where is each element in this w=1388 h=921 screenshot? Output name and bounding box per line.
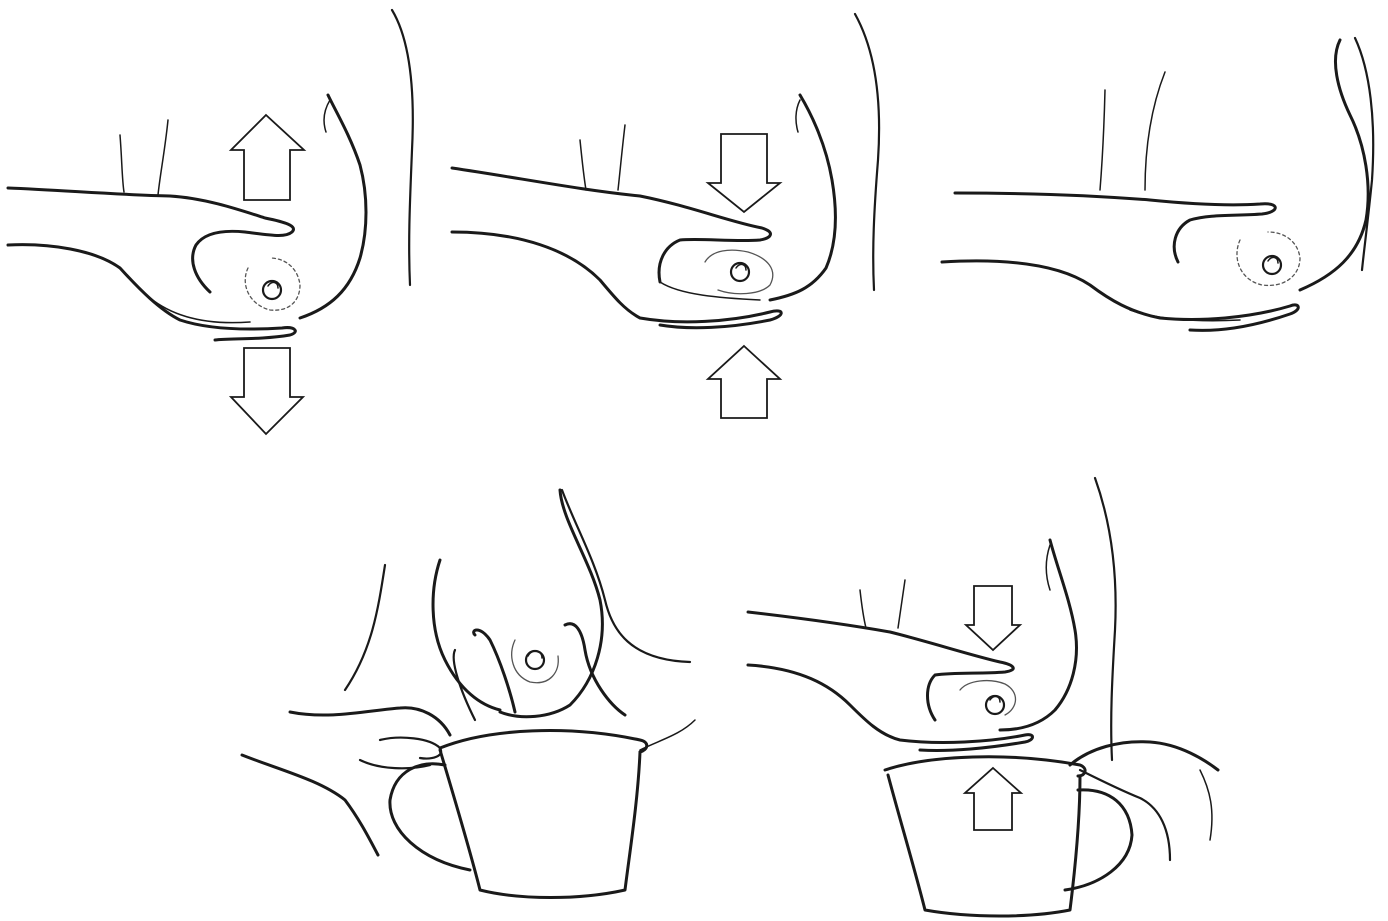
arrow-up-icon [231,115,304,200]
arrow-down-icon [708,134,780,212]
hand-bottom [8,245,295,340]
jug-body [440,750,640,898]
hand-bottom [452,232,781,328]
arrow-up-icon [708,346,780,418]
jug-rim [885,757,1085,776]
hand-bottom [242,755,378,855]
nipple [986,696,1004,714]
nipple [731,263,749,281]
torso-line [855,14,879,290]
arrow-down-icon [966,586,1020,650]
arrow-up-icon [965,768,1021,830]
breast-left [433,560,500,710]
hand-top [8,188,293,292]
jug-handle [390,764,470,870]
hand-bottom [942,261,1298,330]
panel-step-2 [452,14,879,418]
hand-right-top [1070,742,1218,770]
hand-bottom [748,665,1033,751]
panel-step-3 [942,38,1373,330]
breast-outline [770,95,835,300]
torso-line [1095,478,1116,760]
breast-outline [1000,540,1076,730]
jug-rim [440,731,647,752]
breast-outline [300,95,366,318]
nipple [1263,256,1281,274]
nipple [263,281,281,299]
torso-line [392,10,413,285]
breast-outline [500,490,602,717]
hand-top [290,708,450,735]
breast-outline [1300,40,1368,290]
arrow-down-icon [231,348,303,434]
panel-step-1 [8,10,413,434]
panel-step-4 [242,490,695,898]
panel-step-5 [748,478,1218,916]
hand-top [955,193,1275,262]
